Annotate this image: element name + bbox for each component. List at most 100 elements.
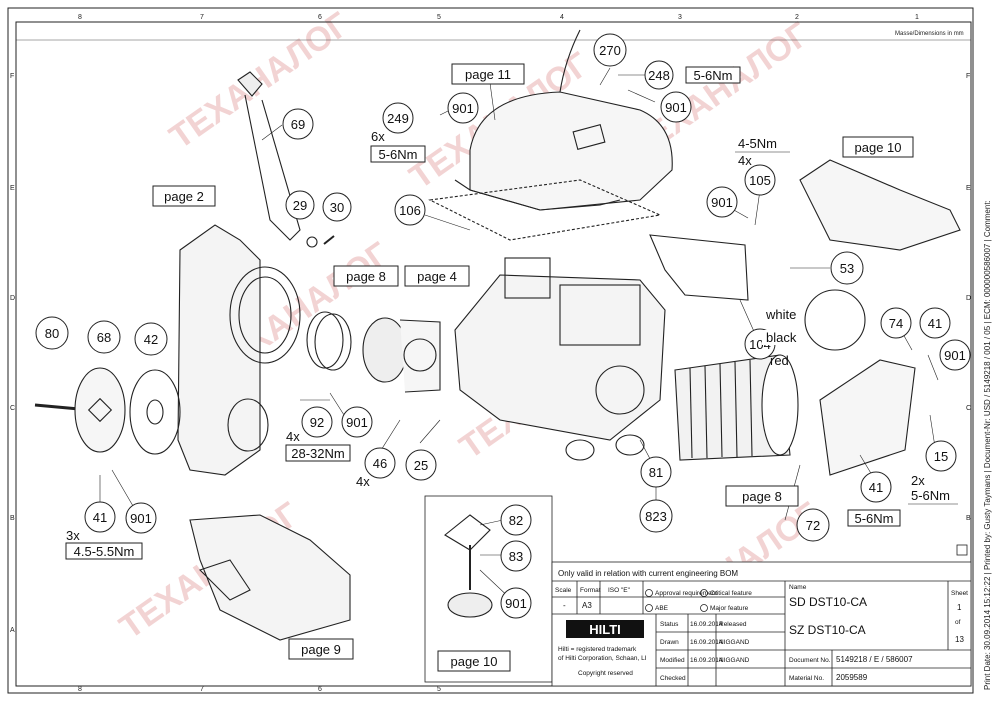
grid-row-label: C bbox=[10, 405, 15, 412]
grid-col-label: 6 bbox=[318, 686, 322, 693]
sheet-of-label: of bbox=[955, 619, 961, 626]
callout-46: 46 bbox=[364, 447, 396, 479]
washer-29 bbox=[306, 236, 318, 248]
page-ref-label: page 4 bbox=[417, 269, 457, 284]
motor-81 bbox=[674, 354, 791, 461]
callout-number: 901 bbox=[665, 100, 687, 115]
torque-box: 5-6Nm bbox=[370, 145, 426, 163]
callout-number: 105 bbox=[749, 173, 771, 188]
callout-number: 248 bbox=[648, 68, 670, 83]
callout-number: 270 bbox=[599, 43, 621, 58]
callout-72: 72 bbox=[796, 508, 830, 542]
circuit-board bbox=[559, 284, 641, 346]
grid-col-label: 5 bbox=[437, 14, 441, 21]
callout-105: 105 bbox=[744, 164, 776, 196]
page-ref-10[interactable]: page 10 bbox=[842, 136, 914, 158]
quantity-label: 4x bbox=[738, 153, 752, 168]
callout-901: 901 bbox=[500, 587, 532, 619]
motor-end bbox=[761, 354, 799, 456]
top-cover-edge bbox=[454, 179, 621, 211]
callout-number: 106 bbox=[399, 203, 421, 218]
quantity-label: 2x bbox=[911, 473, 925, 488]
screw-30 bbox=[323, 235, 335, 245]
callout-69: 69 bbox=[282, 108, 314, 140]
callout-106: 106 bbox=[394, 194, 426, 226]
drawn-date: 16.09.2014 bbox=[690, 639, 723, 646]
callout-901: 901 bbox=[341, 406, 373, 438]
handle-grip bbox=[237, 71, 263, 97]
material-number-label: Material No. bbox=[789, 675, 824, 682]
bracket-104 bbox=[649, 234, 749, 301]
torque-box: 5-6Nm bbox=[685, 66, 741, 84]
flange-plate bbox=[399, 319, 441, 393]
page-ref-10[interactable]: page 10 bbox=[437, 650, 511, 672]
grid-row-label: F bbox=[10, 73, 14, 80]
callout-number: 901 bbox=[130, 511, 152, 526]
callout-number: 92 bbox=[310, 415, 324, 430]
corner-marker bbox=[956, 544, 968, 556]
callout-83: 83 bbox=[500, 540, 532, 572]
hilti-logo bbox=[566, 620, 644, 638]
callout-248: 248 bbox=[644, 60, 674, 90]
spacer-hole bbox=[87, 397, 113, 423]
callout-number: 68 bbox=[97, 330, 111, 345]
page-ref-label: page 8 bbox=[346, 269, 386, 284]
torque-box: 28-32Nm bbox=[285, 444, 351, 462]
grid-col-label: 8 bbox=[78, 686, 82, 693]
spacer-68 bbox=[74, 367, 126, 453]
torque-value: 28-32Nm bbox=[291, 446, 344, 461]
callout-number: 823 bbox=[645, 509, 667, 524]
grid-col-label: 2 bbox=[795, 14, 799, 21]
page-ref-4[interactable]: page 4 bbox=[404, 265, 470, 287]
callout-74: 74 bbox=[880, 307, 912, 339]
brush-holder bbox=[804, 289, 866, 351]
drawn-label: Drawn bbox=[660, 639, 679, 646]
torque-value: 5-6Nm bbox=[854, 511, 893, 526]
callout-901: 901 bbox=[660, 91, 692, 123]
callout-25: 25 bbox=[405, 449, 437, 481]
format-label: Format bbox=[580, 587, 601, 594]
grid-col-label: 4 bbox=[560, 14, 564, 21]
grid-row-label: D bbox=[966, 295, 971, 302]
part-graphics bbox=[34, 29, 961, 641]
quantity-label: 4x bbox=[356, 474, 370, 489]
callout-92: 92 bbox=[301, 406, 333, 438]
part-name-2: SZ DST10-CA bbox=[789, 623, 866, 637]
grid-row-label: B bbox=[966, 515, 971, 522]
page-references: page 11 page 2 page 8 page 4 page 10 pag… bbox=[152, 63, 914, 672]
part-name-1: SD DST10-CA bbox=[789, 595, 867, 609]
page-ref-9[interactable]: page 9 bbox=[288, 638, 354, 660]
checked-label: Checked bbox=[660, 675, 686, 682]
page-ref-label: page 8 bbox=[742, 489, 782, 504]
housing-boss bbox=[227, 398, 269, 452]
drawn-by: NIGGAND bbox=[719, 639, 750, 646]
grid-row-label: D bbox=[10, 295, 15, 302]
callout-901: 901 bbox=[939, 339, 971, 371]
wire-label-black: black bbox=[766, 330, 797, 345]
callout-41: 41 bbox=[84, 501, 116, 533]
modified-by: NIGGAND bbox=[719, 657, 750, 664]
status-date: 16.09.2014 bbox=[690, 621, 723, 628]
wire-label-red: red bbox=[770, 353, 789, 368]
callout-41: 41 bbox=[919, 307, 951, 339]
gasket-106 bbox=[428, 179, 662, 241]
callout-number: 15 bbox=[934, 449, 948, 464]
page-ref-8[interactable]: page 8 bbox=[333, 265, 399, 287]
page-ref-11[interactable]: page 11 bbox=[451, 63, 525, 85]
grid-col-label: 7 bbox=[200, 14, 204, 21]
base-foot bbox=[198, 559, 251, 601]
torque-value: 4-5Nm bbox=[738, 136, 777, 151]
scale-label: Scale bbox=[555, 587, 572, 594]
callout-82: 82 bbox=[500, 504, 532, 536]
modified-label: Modified bbox=[660, 657, 685, 664]
critical-feature: Critical feature bbox=[710, 590, 752, 597]
bottom-gear bbox=[447, 592, 493, 618]
handle-arm bbox=[244, 94, 301, 241]
callout-53: 53 bbox=[830, 251, 864, 285]
motor-rib bbox=[704, 365, 708, 459]
page-ref-2[interactable]: page 2 bbox=[152, 185, 216, 207]
page-ref-8[interactable]: page 8 bbox=[725, 485, 799, 507]
gear-bore bbox=[595, 365, 645, 415]
format-value: A3 bbox=[582, 601, 592, 610]
